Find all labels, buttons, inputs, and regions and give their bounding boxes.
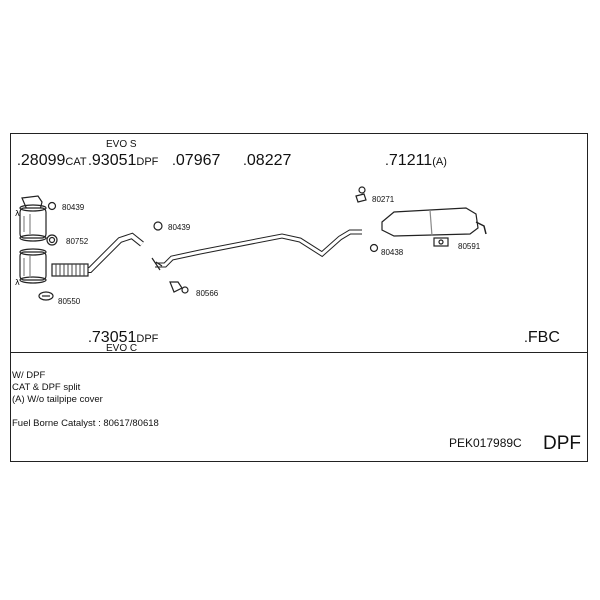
note-cat-dpf-split: CAT & DPF split (12, 382, 81, 393)
evo-s-label: EVO S (106, 139, 137, 150)
dpf-lower (19, 248, 47, 284)
diagram-frame (10, 133, 588, 462)
clamp-label-80271: 80271 (372, 195, 395, 204)
note-fuel-borne-catalyst: Fuel Borne Catalyst : 80617/80618 (12, 418, 159, 429)
clamp-label-80438: 80438 (381, 248, 404, 257)
clamp-80439-b (153, 221, 163, 231)
evo-c-label: EVO C (106, 343, 138, 354)
part-93051-dpf: .93051DPF (88, 152, 159, 169)
clamp-label-80752: 80752 (66, 237, 89, 246)
rear-muffler (381, 207, 487, 237)
lambda-symbol-b: λ (15, 278, 20, 287)
middle-pipe (151, 229, 362, 271)
clamp-label-80566: 80566 (196, 289, 219, 298)
part-07967: .07967 (172, 152, 221, 169)
clamp-label-80591: 80591 (458, 242, 481, 251)
divider (10, 352, 588, 353)
lambda-symbol-a: λ (15, 209, 20, 218)
dpf-tag: DPF (543, 433, 581, 454)
clamp-label-80550: 80550 (58, 297, 81, 306)
part-28099-cat: .28099CAT (17, 152, 87, 169)
hanger-80591 (433, 237, 449, 247)
note-w-dpf: W/ DPF (12, 370, 46, 381)
note-tailpipe-cover: (A) W/o tailpipe cover (12, 394, 103, 405)
kit-code: PEK017989C (449, 436, 522, 450)
part-73051-dpf: .73051DPF (88, 329, 159, 346)
part-08227: .08227 (243, 152, 292, 169)
clamp-label-80439-b: 80439 (168, 223, 191, 232)
catalyst-upper (19, 195, 47, 242)
hanger-80271 (355, 186, 367, 203)
clamp-80438 (369, 243, 379, 253)
part-fbc: .FBC (524, 329, 560, 346)
part-71211-a: .71211(A) (385, 152, 447, 169)
gasket-80752 (48, 236, 56, 244)
clamp-80566 (169, 281, 189, 294)
clamp-label-80439-a: 80439 (62, 203, 85, 212)
clamp-80550 (38, 291, 54, 301)
front-pipe (51, 232, 144, 277)
clamp-80439-a (47, 201, 57, 211)
